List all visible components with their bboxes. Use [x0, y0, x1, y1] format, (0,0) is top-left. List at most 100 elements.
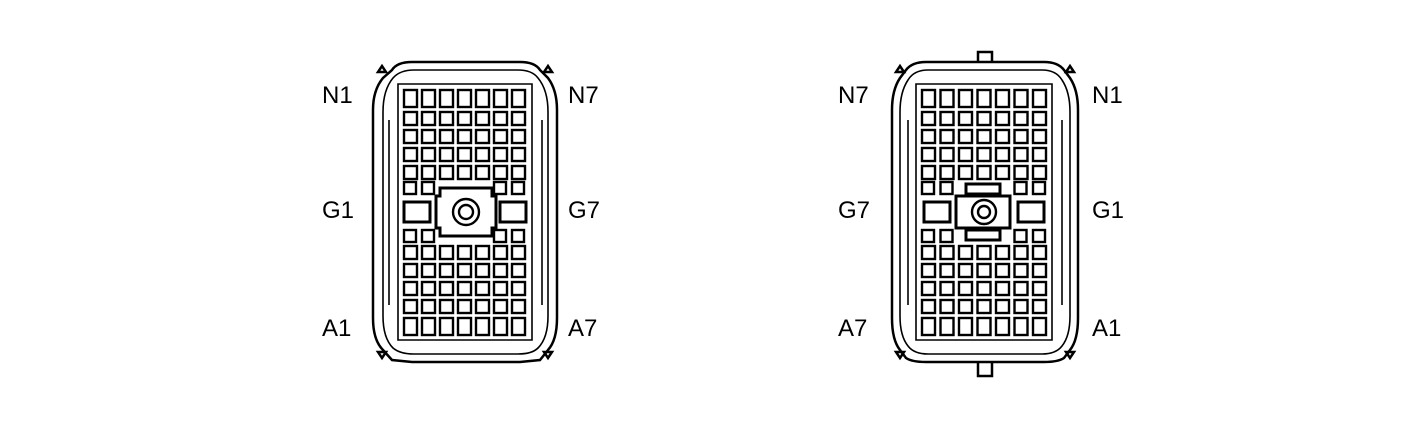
connector-left-cavity	[438, 128, 455, 145]
connector-left-cavity	[492, 298, 509, 315]
connector-right-cavity	[939, 244, 955, 261]
connector-right-cavity	[1013, 146, 1029, 163]
connector-right-cavity	[920, 146, 937, 163]
connector-right-key-bar-bottom	[964, 228, 1002, 242]
connector-left-cavity	[420, 298, 437, 315]
connector-left-cavity	[438, 298, 455, 315]
connector-left-cavity	[456, 280, 473, 297]
connector-left-corner-notch	[375, 350, 389, 361]
connector-left-cavity-small	[510, 228, 526, 244]
connector-left-cavity-top	[420, 88, 437, 109]
connector-right-cavity	[994, 110, 1011, 127]
connector-right-cavity	[994, 298, 1011, 315]
connector-right-cavity-small	[920, 180, 936, 196]
connector-left-cavity-bottom	[456, 316, 473, 337]
connector-left-cavity-top	[438, 88, 455, 109]
connector-right-cavity	[939, 280, 955, 297]
connector-left-cavity-small	[402, 228, 418, 244]
connector-right-cavity	[1013, 298, 1029, 315]
connector-right-cavity	[939, 164, 955, 181]
connector-left-corner-notch	[541, 350, 555, 361]
connector-right-cavity	[920, 164, 937, 181]
connector-left-cavity	[420, 110, 437, 127]
connector-left-cavity-small	[510, 180, 526, 196]
connector-right-cavity	[976, 164, 992, 181]
connector-right-cavity	[1031, 298, 1048, 315]
connector-left-cavity-top	[510, 88, 527, 109]
connector-right-cavity	[957, 164, 974, 181]
connector-left-cavity	[510, 244, 527, 261]
connector-left-cavity-g1	[402, 200, 432, 224]
connector-right-cavity	[920, 262, 937, 279]
connector-left-center-post-inner	[457, 203, 475, 221]
connector-left-cavity	[402, 298, 419, 315]
connector-right-corner-notch	[893, 350, 907, 361]
connector-left-cavity	[492, 262, 509, 279]
connector-left-cavity	[510, 280, 527, 297]
connector-left-cavity-bottom	[474, 316, 491, 337]
connector-left-cavity	[456, 110, 473, 127]
connector-left-cavity-top	[492, 88, 509, 109]
connector-right: N7 N1 G7 G1 A7 A1	[838, 50, 1124, 378]
label-bottom-right: A7	[568, 315, 597, 342]
connector-right-cavity	[976, 128, 992, 145]
connector-right-cavity-bottom	[920, 316, 937, 337]
connector-left: N1 N7 G1 G7 A1 A7	[322, 60, 600, 364]
label-mid-left: G7	[838, 197, 870, 224]
connector-left-cavity-bottom	[492, 316, 509, 337]
connector-right-cavity	[920, 298, 937, 315]
label-top-right: N1	[1092, 82, 1123, 109]
connector-right-cavity-small	[1031, 180, 1047, 196]
connector-left-cavity	[492, 164, 509, 181]
connector-left-cavity	[420, 262, 437, 279]
connector-left-cavity	[510, 298, 527, 315]
connector-right-cavity	[1031, 244, 1048, 261]
connector-right-cavity	[957, 298, 974, 315]
connector-left-cavity	[474, 280, 491, 297]
label-top-left: N7	[838, 82, 869, 109]
connector-left-cavity	[474, 244, 491, 261]
connector-left-cavity	[474, 110, 491, 127]
connector-left-cavity	[456, 146, 473, 163]
connector-left-cavity	[402, 244, 419, 261]
connector-left-cavity-bottom	[510, 316, 527, 337]
connector-right-cavity	[976, 110, 992, 127]
connector-right-cavity-top	[976, 88, 992, 109]
connector-left-cavity	[402, 128, 419, 145]
connector-left-cavity-g7	[498, 200, 528, 224]
connector-right-cavity	[1031, 128, 1048, 145]
connector-left-cavity	[492, 110, 509, 127]
connector-right-cavity-bottom	[994, 316, 1011, 337]
label-mid-left: G1	[322, 197, 354, 224]
connector-left-cavity	[402, 164, 419, 181]
connector-right-cavity	[920, 110, 937, 127]
connector-left-cavity-top	[402, 88, 419, 109]
connector-right-cavity	[939, 110, 955, 127]
connector-right-corner-notch	[1063, 63, 1077, 74]
connector-left-cavity	[402, 110, 419, 127]
connector-right-cavity	[939, 128, 955, 145]
connector-left-cavity	[456, 244, 473, 261]
connector-right-cavity	[994, 164, 1011, 181]
connector-left-cavity	[438, 164, 455, 181]
connector-right-cavity	[1031, 110, 1048, 127]
connector-right-cavity-bottom	[1013, 316, 1029, 337]
connector-right-cavity	[994, 280, 1011, 297]
connector-left-cavity-bottom	[438, 316, 455, 337]
connector-left-cavity	[510, 110, 527, 127]
connector-right-cavity	[1031, 146, 1048, 163]
connector-left-cavity	[420, 146, 437, 163]
connector-right-cavity	[1031, 262, 1048, 279]
connector-right-cavity-top	[1031, 88, 1048, 109]
connector-right-top-tab	[976, 50, 994, 62]
connector-left-cavity	[420, 128, 437, 145]
connector-right-cavity	[920, 244, 937, 261]
connector-right-cavity-bottom	[939, 316, 955, 337]
connector-right-cavity-grid	[920, 88, 1048, 337]
connector-right-cavity	[1013, 164, 1029, 181]
label-mid-right: G7	[568, 197, 600, 224]
connector-left-cavity	[492, 244, 509, 261]
connector-left-cavity-top	[456, 88, 473, 109]
connector-right-cavity-g7	[922, 200, 952, 224]
